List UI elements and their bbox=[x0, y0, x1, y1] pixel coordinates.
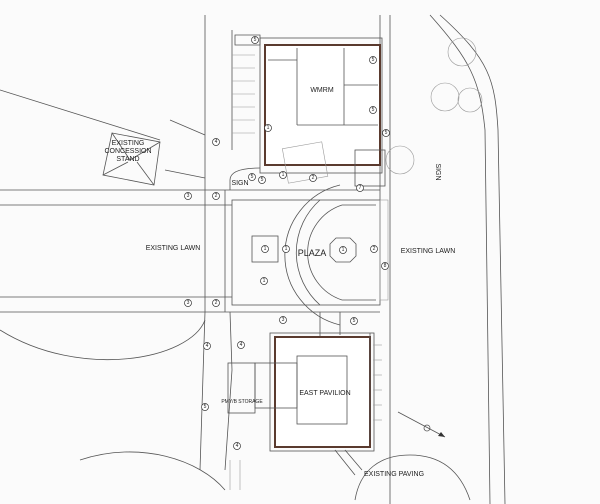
svg-text:3: 3 bbox=[187, 193, 190, 199]
keynote: 7 bbox=[356, 184, 364, 192]
keynote: 1 bbox=[282, 245, 290, 253]
keynote: 4 bbox=[203, 342, 211, 350]
svg-text:8: 8 bbox=[384, 263, 387, 269]
plaza-label: PLAZA bbox=[298, 248, 327, 258]
keynote: 1 bbox=[260, 277, 268, 285]
svg-text:5: 5 bbox=[372, 57, 375, 63]
svg-text:2: 2 bbox=[215, 193, 218, 199]
keynote: 5 bbox=[251, 36, 259, 44]
keynote: 5 bbox=[248, 173, 256, 181]
keynote: 3 bbox=[184, 299, 192, 307]
svg-text:5: 5 bbox=[353, 318, 356, 324]
svg-text:4: 4 bbox=[215, 139, 218, 145]
svg-text:1: 1 bbox=[267, 125, 270, 131]
east-pavilion-label: EAST PAVILION bbox=[299, 390, 350, 397]
svg-text:3: 3 bbox=[282, 317, 285, 323]
keynote: 2 bbox=[212, 192, 220, 200]
storage-label: PMY/B STORAGE bbox=[221, 399, 263, 405]
keynote: 1 bbox=[339, 246, 347, 254]
wmrm-label: WMRM bbox=[310, 87, 333, 94]
walkways bbox=[0, 189, 380, 491]
north-arrow-icon bbox=[397, 411, 446, 438]
parking-drive bbox=[0, 15, 261, 190]
svg-text:1: 1 bbox=[282, 172, 285, 178]
keynote: 1 bbox=[264, 124, 272, 132]
svg-text:1: 1 bbox=[342, 247, 345, 253]
svg-text:4: 4 bbox=[240, 342, 243, 348]
keynote: 8 bbox=[381, 262, 389, 270]
svg-text:5: 5 bbox=[385, 130, 388, 136]
keynote: 4 bbox=[212, 138, 220, 146]
svg-text:1: 1 bbox=[264, 246, 267, 252]
concession-label-2: CONCESSION bbox=[104, 148, 151, 155]
svg-text:1: 1 bbox=[285, 246, 288, 252]
keynote: 3 bbox=[184, 192, 192, 200]
lawn-left-label: EXISTING LAWN bbox=[146, 245, 201, 252]
svg-text:7: 7 bbox=[359, 185, 362, 191]
svg-text:2: 2 bbox=[312, 175, 315, 181]
road-east bbox=[379, 14, 506, 504]
svg-text:4: 4 bbox=[236, 443, 239, 449]
svg-text:5: 5 bbox=[204, 404, 207, 410]
plaza bbox=[231, 184, 389, 340]
keynote: 5 bbox=[258, 176, 266, 184]
svg-text:5: 5 bbox=[261, 177, 264, 183]
keynote: 5 bbox=[350, 317, 358, 325]
svg-text:3: 3 bbox=[187, 300, 190, 306]
svg-text:5: 5 bbox=[254, 37, 257, 43]
sign-left-label: SIGN bbox=[231, 180, 248, 187]
svg-text:5: 5 bbox=[251, 174, 254, 180]
existing-paving-label: EXISTING PAVING bbox=[364, 471, 424, 478]
svg-text:5: 5 bbox=[372, 107, 375, 113]
east-pavilion bbox=[227, 332, 471, 501]
svg-text:1: 1 bbox=[263, 278, 266, 284]
keynote: 1 bbox=[261, 245, 269, 253]
keynote: 2 bbox=[212, 299, 220, 307]
keynote: 1 bbox=[279, 171, 287, 179]
keynote: 5 bbox=[201, 403, 209, 411]
keynote: 2 bbox=[370, 245, 378, 253]
labels: EXISTING CONCESSION STAND EXISTING LAWN … bbox=[104, 87, 455, 478]
svg-text:2: 2 bbox=[373, 246, 376, 252]
keynotes: 5 5 1 5 5 4 5 1 2 7 3 2 1 1 1 2 8 1 3 2 … bbox=[184, 36, 390, 450]
keynote: 5 bbox=[369, 56, 377, 64]
keynote: 3 bbox=[279, 316, 287, 324]
trees bbox=[385, 37, 483, 175]
keynote: 2 bbox=[309, 174, 317, 182]
keynote: 5 bbox=[369, 106, 377, 114]
lawn-right-label: EXISTING LAWN bbox=[401, 248, 456, 255]
keynote: 4 bbox=[233, 442, 241, 450]
svg-text:4: 4 bbox=[206, 343, 209, 349]
sign-right-label: SIGN bbox=[434, 163, 441, 180]
keynote: 4 bbox=[237, 341, 245, 349]
concession-label-3: STAND bbox=[116, 156, 139, 163]
concession-stand bbox=[102, 132, 161, 186]
concession-label-1: EXISTING bbox=[112, 140, 145, 147]
wmrm-building bbox=[259, 37, 386, 187]
svg-text:2: 2 bbox=[215, 300, 218, 306]
keynote: 5 bbox=[382, 129, 390, 137]
